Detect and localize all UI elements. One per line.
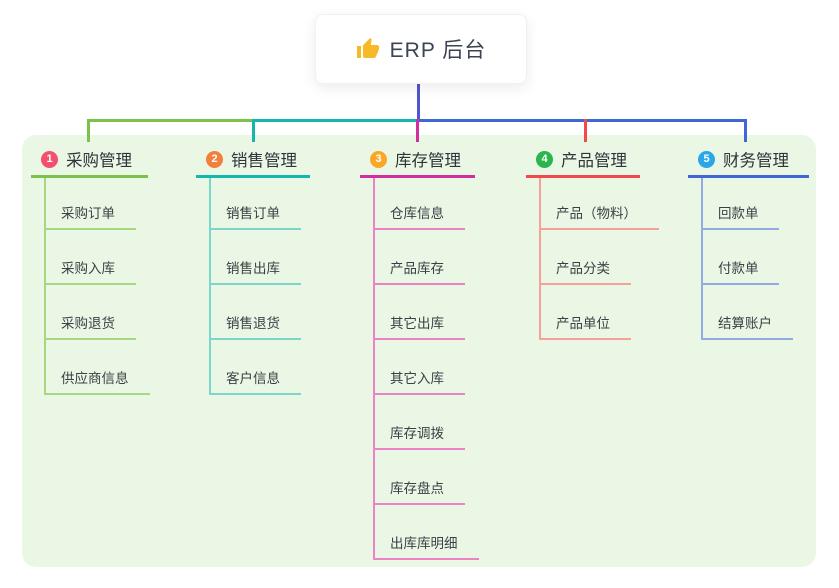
branch-index-badge: 2 — [206, 150, 223, 168]
child-node[interactable]: 其它入库 — [390, 371, 444, 386]
child-underline — [44, 338, 136, 340]
child-underline — [539, 228, 659, 230]
child-node[interactable]: 供应商信息 — [61, 371, 129, 386]
connector-bus-mid — [252, 119, 418, 122]
branch-title-underline — [360, 175, 475, 178]
branch-title: 产品管理 — [561, 152, 627, 170]
thumbs-up-icon — [356, 37, 380, 61]
child-underline — [44, 283, 136, 285]
branch-index-badge: 4 — [536, 150, 553, 168]
branch-title-underline — [31, 175, 148, 178]
child-node[interactable]: 采购入库 — [61, 261, 115, 276]
branch-title-underline — [526, 175, 640, 178]
root-node-label: ERP 后台 — [389, 39, 487, 62]
branch-title: 财务管理 — [723, 152, 789, 170]
child-node[interactable]: 产品库存 — [390, 261, 444, 276]
branch-index-badge: 3 — [370, 150, 387, 168]
branch-title: 销售管理 — [231, 152, 297, 170]
child-underline — [44, 228, 136, 230]
branch-title: 采购管理 — [66, 152, 132, 170]
child-underline — [373, 228, 465, 230]
branch-title-underline — [196, 175, 310, 178]
branch-index-badge: 5 — [698, 150, 715, 168]
child-node[interactable]: 库存调拨 — [390, 426, 444, 441]
child-underline — [701, 338, 793, 340]
branch-children-connector — [209, 178, 211, 395]
branch-children-connector — [373, 178, 375, 560]
connector-branch-drop — [416, 119, 419, 142]
branch-node[interactable]: 4 产品管理 — [536, 149, 627, 170]
child-underline — [44, 393, 150, 395]
child-underline — [209, 393, 301, 395]
branch-node[interactable]: 1 采购管理 — [41, 149, 132, 170]
connector-branch-drop — [744, 119, 747, 142]
branch-children-connector — [701, 178, 703, 340]
branch-index-badge: 1 — [41, 150, 58, 168]
child-node[interactable]: 产品（物料） — [556, 206, 637, 221]
branch-node[interactable]: 2 销售管理 — [206, 149, 297, 170]
child-underline — [373, 448, 465, 450]
branch-node[interactable]: 5 财务管理 — [698, 149, 789, 170]
child-underline — [701, 228, 779, 230]
connector-root-stem — [417, 82, 420, 121]
child-underline — [373, 393, 465, 395]
child-node[interactable]: 客户信息 — [226, 371, 280, 386]
child-node[interactable]: 产品单位 — [556, 316, 610, 331]
branch-children-connector — [539, 178, 541, 340]
child-underline — [539, 283, 631, 285]
child-node[interactable]: 销售退货 — [226, 316, 280, 331]
child-underline — [209, 228, 301, 230]
child-node[interactable]: 销售订单 — [226, 206, 280, 221]
child-underline — [373, 283, 465, 285]
child-underline — [209, 338, 301, 340]
child-underline — [539, 338, 631, 340]
child-node[interactable]: 出库库明细 — [390, 536, 458, 551]
child-node[interactable]: 其它出库 — [390, 316, 444, 331]
child-underline — [373, 503, 465, 505]
connector-bus-left — [87, 119, 254, 122]
child-node[interactable]: 产品分类 — [556, 261, 610, 276]
child-underline — [373, 558, 479, 560]
child-node[interactable]: 采购订单 — [61, 206, 115, 221]
connector-bus-right — [416, 119, 746, 122]
branch-title: 库存管理 — [395, 152, 461, 170]
branch-title-underline — [688, 175, 809, 178]
child-node[interactable]: 销售出库 — [226, 261, 280, 276]
child-node[interactable]: 仓库信息 — [390, 206, 444, 221]
child-node[interactable]: 采购退货 — [61, 316, 115, 331]
child-underline — [373, 338, 465, 340]
connector-branch-drop — [252, 119, 255, 142]
child-underline — [209, 283, 301, 285]
child-node[interactable]: 结算账户 — [718, 316, 772, 331]
branch-children-connector — [44, 178, 46, 395]
connector-branch-drop — [87, 119, 90, 142]
child-node[interactable]: 回款单 — [718, 206, 759, 221]
child-node[interactable]: 付款单 — [718, 261, 759, 276]
branches-panel — [22, 135, 816, 567]
child-underline — [701, 283, 779, 285]
connector-branch-drop — [584, 119, 587, 142]
root-node[interactable]: ERP 后台 — [315, 14, 527, 84]
child-node[interactable]: 库存盘点 — [390, 481, 444, 496]
branch-node[interactable]: 3 库存管理 — [370, 149, 461, 170]
